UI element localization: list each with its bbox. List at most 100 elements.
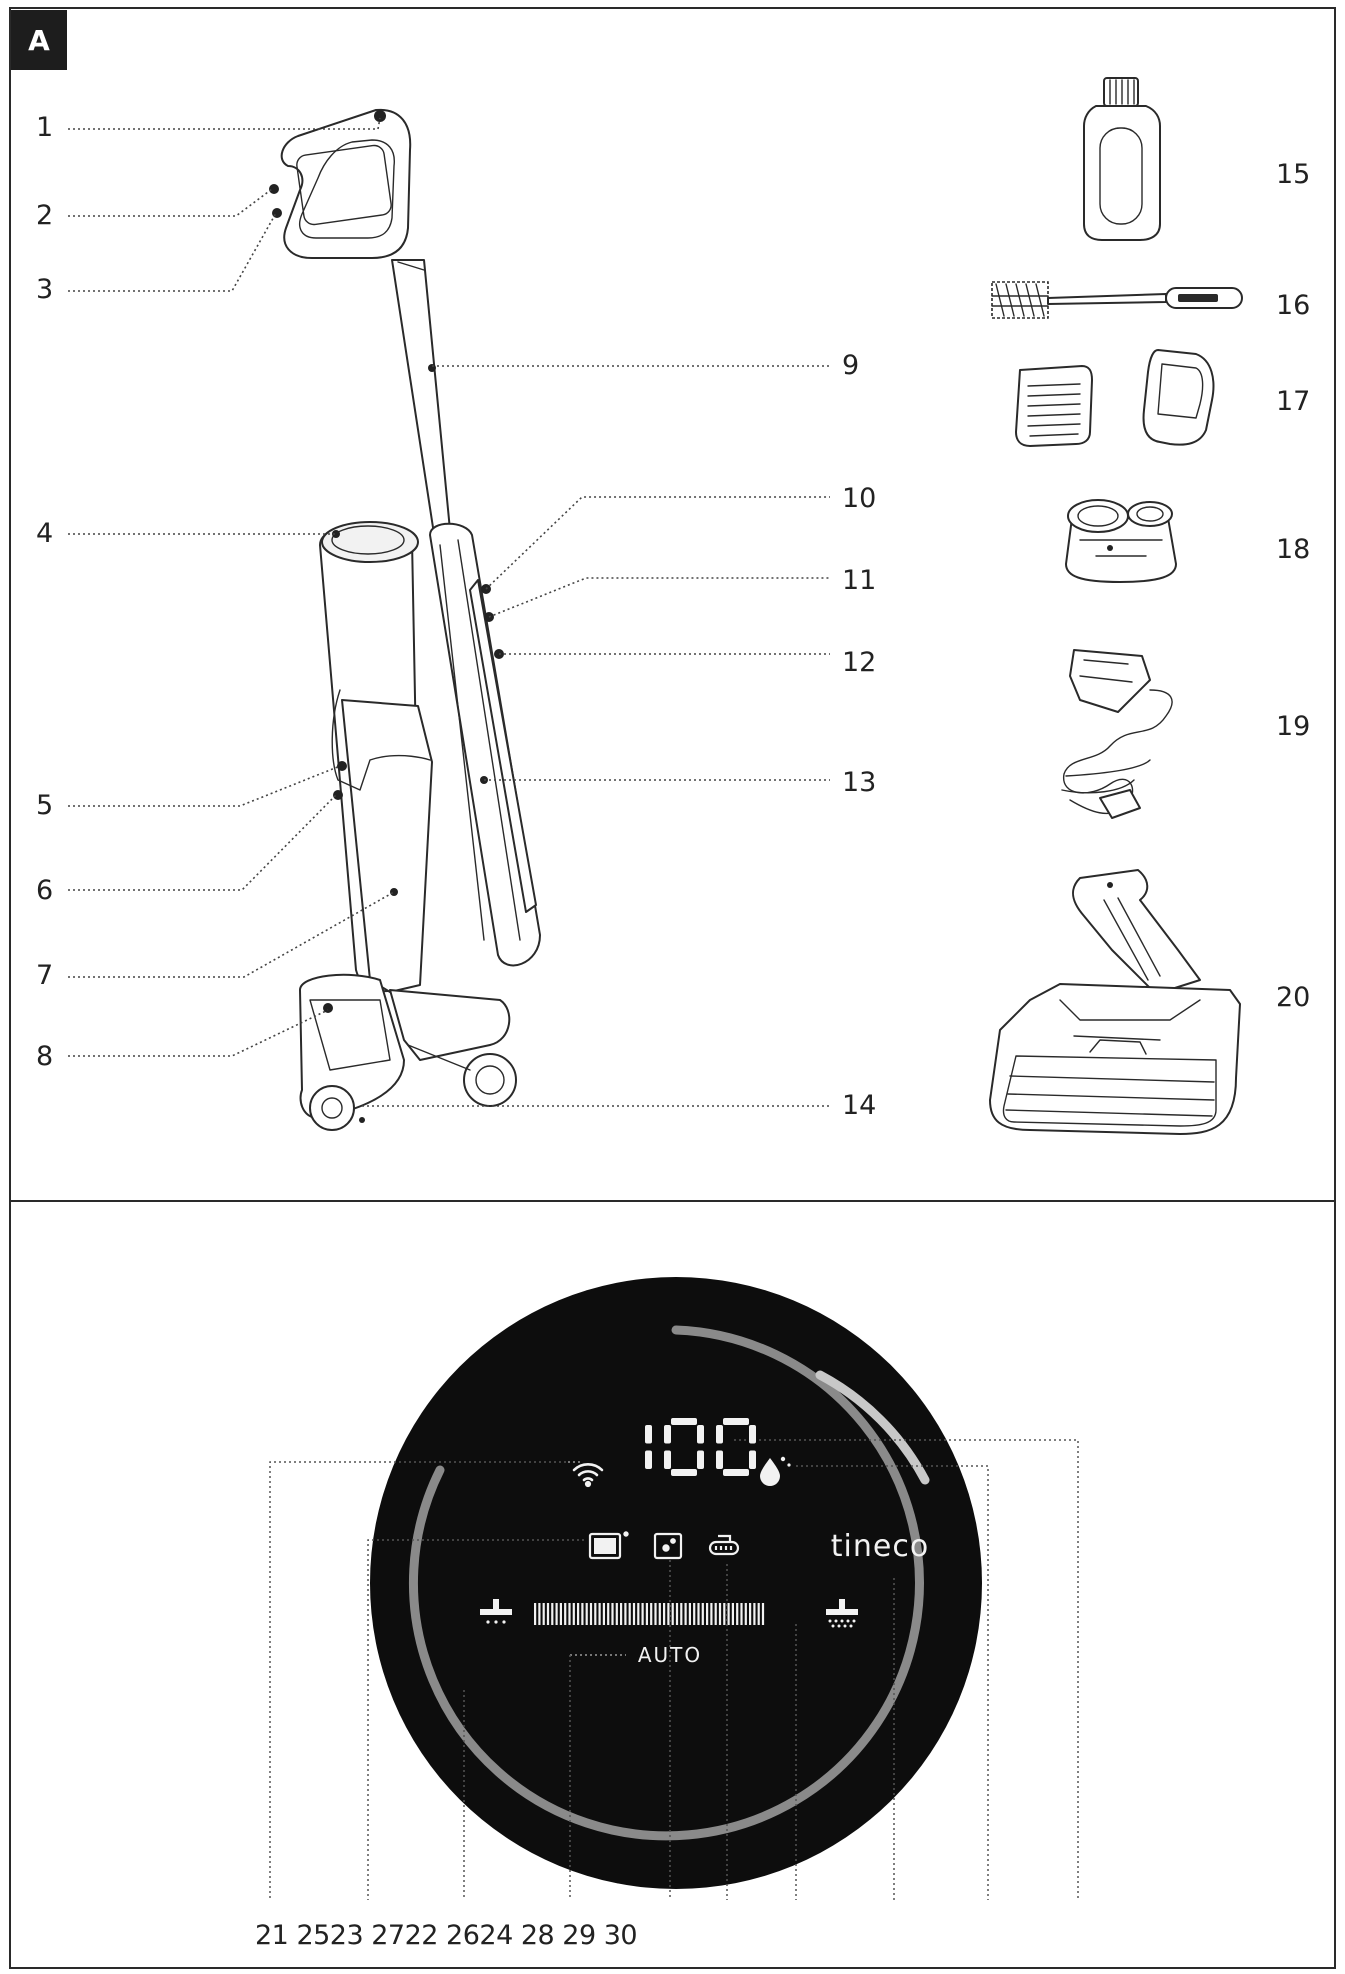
solution-bottle-illustration [1083,77,1161,241]
level-tick [594,1603,597,1625]
callout-4: 4 [36,518,54,549]
level-tick [546,1603,550,1625]
level-tick [538,1603,541,1625]
leader-lines-middle [362,365,830,1107]
callout-2: 2 [36,200,54,231]
level-tick [757,1603,760,1625]
callout-19: 19 [1276,711,1311,742]
callout-18: 18 [1276,534,1311,565]
digit-segment [671,1469,697,1476]
level-tick [637,1603,640,1625]
level-tick [581,1603,584,1625]
level-tick [654,1603,657,1625]
callout-7: 7 [36,960,54,991]
level-tick [542,1603,545,1625]
brush-head-illustration [989,869,1241,1135]
cleaning-brush-illustration [991,281,1243,319]
level-tick [761,1603,765,1625]
digit-segment [723,1469,749,1476]
level-tick [620,1603,623,1625]
level-tick [658,1603,661,1625]
section-divider [9,1200,1336,1202]
level-tick [736,1603,739,1625]
level-tick [740,1603,743,1625]
wifi-icon [572,1463,604,1488]
suction-level-bar [534,1603,765,1625]
level-tick [714,1603,717,1625]
level-tick [607,1603,610,1625]
charger-illustration [1061,649,1173,819]
callout-13: 13 [842,767,877,798]
leader-lines-left [68,117,395,1057]
level-tick [744,1603,747,1625]
suction-low-icon [480,1599,512,1624]
display-face [370,1277,982,1889]
control-display [370,1277,982,1889]
level-tick [555,1603,558,1625]
panel-letter-badge: A [11,10,67,70]
callout-1: 1 [36,112,54,143]
callout-3: 3 [36,274,54,305]
level-tick [624,1603,627,1625]
callout-10: 10 [842,483,877,514]
level-tick [727,1603,730,1625]
digit-segment [716,1450,723,1469]
mode-label: AUTO [638,1643,702,1667]
level-tick [598,1603,601,1625]
callout-6: 6 [36,875,54,906]
level-tick [684,1603,687,1625]
level-tick [723,1603,726,1625]
digit-segment [664,1450,671,1469]
level-tick [710,1603,713,1625]
callout-12: 12 [842,647,877,678]
callout-9: 9 [842,350,860,381]
suction-high-icon [826,1599,858,1628]
level-tick [753,1603,756,1625]
display-callout-numbers: 21 2523 2722 2624 28 29 30 [255,1920,638,1951]
level-tick [693,1603,696,1625]
level-tick [577,1603,580,1625]
callout-17: 17 [1276,386,1311,417]
digit-segment [645,1450,652,1469]
digit-segment [697,1425,704,1444]
level-tick [534,1603,537,1625]
vacuum-illustration [269,108,541,1131]
level-tick [568,1603,571,1625]
callout-16: 16 [1276,290,1311,321]
level-tick [645,1603,648,1625]
clean-tank-icon [653,1532,683,1560]
digit-segment [723,1418,749,1425]
level-tick [602,1603,605,1625]
level-tick [589,1603,593,1625]
level-tick [680,1603,683,1625]
brand-logo: tineco [831,1529,929,1564]
level-tick [718,1603,722,1625]
callout-20: 20 [1276,982,1311,1013]
level-tick [650,1603,653,1625]
level-tick [559,1603,562,1625]
level-tick [564,1603,567,1625]
callout-14: 14 [842,1090,877,1121]
level-tick [572,1603,575,1625]
level-tick [731,1603,734,1625]
callout-15: 15 [1276,159,1311,190]
digit-segment [749,1450,756,1469]
filter-illustration [1015,349,1215,447]
callout-11: 11 [842,565,877,596]
battery-digits [645,1418,756,1476]
water-drop-icon [760,1456,791,1486]
digit-segment [671,1418,697,1425]
level-tick [697,1603,700,1625]
brush-roller-icon [708,1534,740,1556]
level-tick [749,1603,752,1625]
level-tick [701,1603,704,1625]
level-tick [551,1603,554,1625]
digit-segment [697,1450,704,1469]
level-tick [706,1603,709,1625]
dirty-tank-icon [588,1531,629,1560]
level-tick [667,1603,670,1625]
level-tick [641,1603,644,1625]
digit-segment [716,1425,723,1444]
level-tick [585,1603,588,1625]
